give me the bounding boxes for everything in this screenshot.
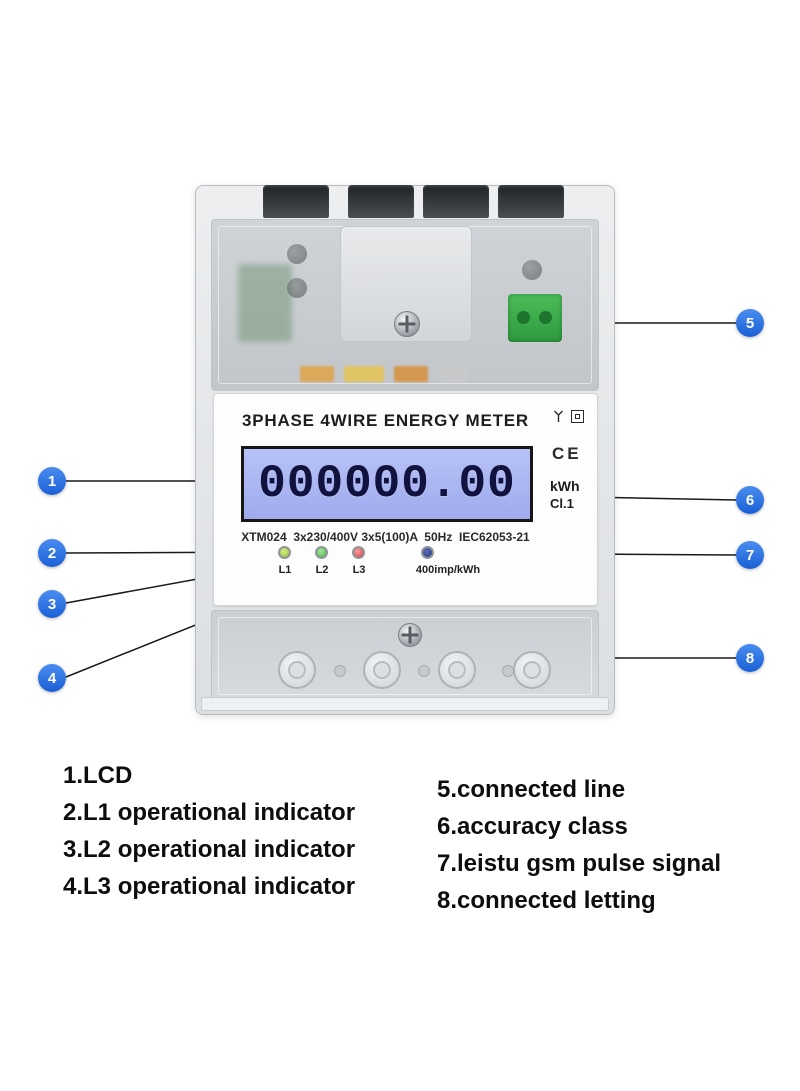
wire — [394, 366, 428, 382]
callout-8: 8 — [736, 644, 764, 672]
lcd-reading: 000000.00 — [258, 458, 516, 510]
ce-mark: CE — [552, 444, 582, 463]
callout-1: 1 — [38, 467, 66, 495]
legend-item: 3.L2 operational indicator — [63, 836, 356, 863]
l1-label: L1 — [278, 564, 292, 576]
l2-label: L2 — [315, 564, 329, 576]
pulse-label: 400imp/kWh — [415, 564, 481, 576]
screw — [398, 623, 422, 647]
unit-label: kWh — [550, 478, 580, 494]
legend-left-column: 1.LCD 2.L1 operational indicator 3.L2 op… — [63, 757, 355, 905]
wire — [438, 366, 468, 382]
terminal-connector — [263, 185, 329, 218]
l2-indicator-led — [315, 546, 328, 559]
pulse-indicator-led — [421, 546, 434, 559]
legend-item: 2.L1 operational indicator — [63, 799, 356, 826]
callout-7: 7 — [736, 541, 764, 569]
legend-right-column: 5.connected line 6.accuracy class 7.leis… — [437, 771, 721, 919]
meter-title: 3PHASE 4WIRE ENERGY METER — [241, 411, 530, 430]
legend-item: 6.accuracy class — [437, 813, 628, 840]
bottom-terminal-cover — [211, 610, 599, 702]
bottom-terminal — [438, 651, 476, 689]
legend-item: 1.LCD — [63, 762, 133, 789]
title-icons — [552, 410, 584, 423]
circuit-board — [238, 264, 292, 342]
wire — [344, 366, 384, 382]
terminal-screw — [522, 260, 542, 280]
spec-line: XTM024 3x230/400V 3x5(100)A 50Hz IEC6205… — [241, 530, 530, 544]
terminal-screw — [334, 665, 346, 677]
callout-number: 5 — [745, 314, 755, 332]
l3-label: L3 — [352, 564, 366, 576]
legend-item: 7.leistu gsm pulse signal — [437, 850, 722, 877]
callout-number: 7 — [745, 546, 755, 564]
top-terminal-cover — [211, 219, 599, 391]
screw — [394, 311, 420, 337]
lcd-display: 000000.00 — [241, 446, 533, 522]
l1-indicator-led — [278, 546, 291, 559]
terminal-screw — [287, 244, 307, 264]
callout-4: 4 — [38, 664, 66, 692]
callout-number: 1 — [47, 472, 57, 490]
tariff-icon — [554, 410, 563, 422]
bottom-terminal — [363, 651, 401, 689]
terminal-screw — [287, 278, 307, 298]
meter-face: 3PHASE 4WIRE ENERGY METER 000000.00 CE k… — [213, 393, 598, 606]
terminal-connector — [348, 185, 414, 218]
terminal-screw — [418, 665, 430, 677]
callout-2: 2 — [38, 539, 66, 567]
double-insulation-icon — [571, 410, 584, 423]
cover-center-block — [340, 226, 472, 342]
green-terminal-block — [508, 294, 562, 342]
legend-item: 8.connected letting — [437, 887, 656, 914]
callout-number: 8 — [745, 649, 755, 667]
callout-5: 5 — [736, 309, 764, 337]
bottom-terminal — [278, 651, 316, 689]
energy-meter: 3PHASE 4WIRE ENERGY METER 000000.00 CE k… — [195, 185, 615, 715]
l3-indicator-led — [352, 546, 365, 559]
internal-wires — [300, 366, 490, 382]
terminal-connector — [423, 185, 489, 218]
legend-item: 5.connected line — [437, 776, 626, 803]
din-rail-flange — [201, 697, 609, 711]
callout-number: 4 — [47, 669, 57, 687]
callout-number: 6 — [745, 491, 755, 509]
terminal-hole — [517, 311, 530, 324]
callout-3: 3 — [38, 590, 66, 618]
callout-number: 2 — [47, 544, 57, 562]
terminal-screw — [502, 665, 514, 677]
callout-6: 6 — [736, 486, 764, 514]
terminal-hole — [539, 311, 552, 324]
legend-item: 4.L3 operational indicator — [63, 873, 356, 900]
terminal-connector — [498, 185, 564, 218]
accuracy-class: Cl.1 — [550, 496, 574, 511]
callout-number: 3 — [47, 595, 57, 613]
wire — [300, 366, 334, 382]
bottom-terminal — [513, 651, 551, 689]
